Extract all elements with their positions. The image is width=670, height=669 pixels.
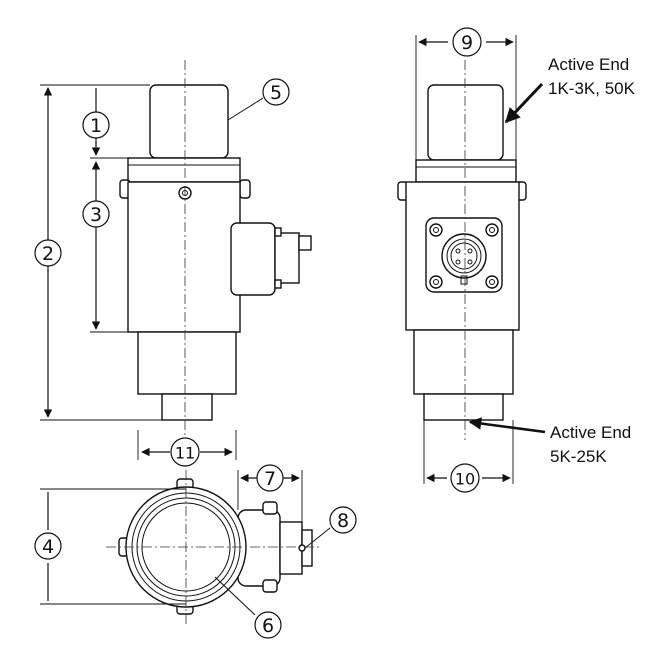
svg-text:5: 5 xyxy=(270,82,282,104)
front-connector-pin xyxy=(298,235,312,251)
callout-6: 6 xyxy=(254,611,282,639)
svg-text:8: 8 xyxy=(337,510,349,532)
callout-2: 2 xyxy=(34,239,62,267)
top-view xyxy=(40,470,331,625)
side-lower-body xyxy=(413,329,514,395)
front-lower-body xyxy=(137,331,237,395)
front-connector-plug xyxy=(274,232,300,284)
callout-8: 8 xyxy=(329,506,357,534)
callout-7: 7 xyxy=(256,464,284,492)
svg-text:4: 4 xyxy=(42,536,54,558)
front-top-cap xyxy=(149,84,229,159)
side-hex xyxy=(415,159,517,183)
callout-3: 3 xyxy=(82,200,110,228)
callout-10: 10 xyxy=(450,463,480,493)
svg-text:9: 9 xyxy=(461,32,473,54)
callout-1: 1 xyxy=(82,111,110,139)
side-bottom-boss xyxy=(423,393,504,421)
side-connector-receptacle xyxy=(441,233,487,279)
front-connector-housing xyxy=(230,222,276,296)
note-bottom-line1: Active End xyxy=(550,423,631,442)
active-end-top-arrow xyxy=(504,82,544,124)
front-view xyxy=(40,60,312,460)
side-view xyxy=(397,35,546,484)
svg-text:10: 10 xyxy=(455,470,475,489)
front-main-body xyxy=(127,181,241,333)
front-bottom-boss xyxy=(161,393,213,421)
svg-text:11: 11 xyxy=(175,444,195,463)
callout-11: 11 xyxy=(170,437,200,467)
note-top-line1: Active End xyxy=(548,55,629,74)
svg-text:2: 2 xyxy=(42,243,54,265)
callout-4: 4 xyxy=(34,532,62,560)
front-right-lug xyxy=(239,179,251,199)
svg-text:6: 6 xyxy=(262,615,274,637)
callout-9: 9 xyxy=(452,27,482,57)
note-top-line2: 1K-3K, 50K xyxy=(548,79,636,98)
note-bottom-line2: 5K-25K xyxy=(550,447,607,466)
svg-text:3: 3 xyxy=(90,204,102,226)
callout-5: 5 xyxy=(262,78,290,106)
svg-text:1: 1 xyxy=(90,115,102,137)
front-hex-nut xyxy=(127,157,241,183)
side-top-cap xyxy=(427,84,504,161)
svg-text:7: 7 xyxy=(264,468,276,490)
active-end-bottom-arrow xyxy=(468,417,546,434)
